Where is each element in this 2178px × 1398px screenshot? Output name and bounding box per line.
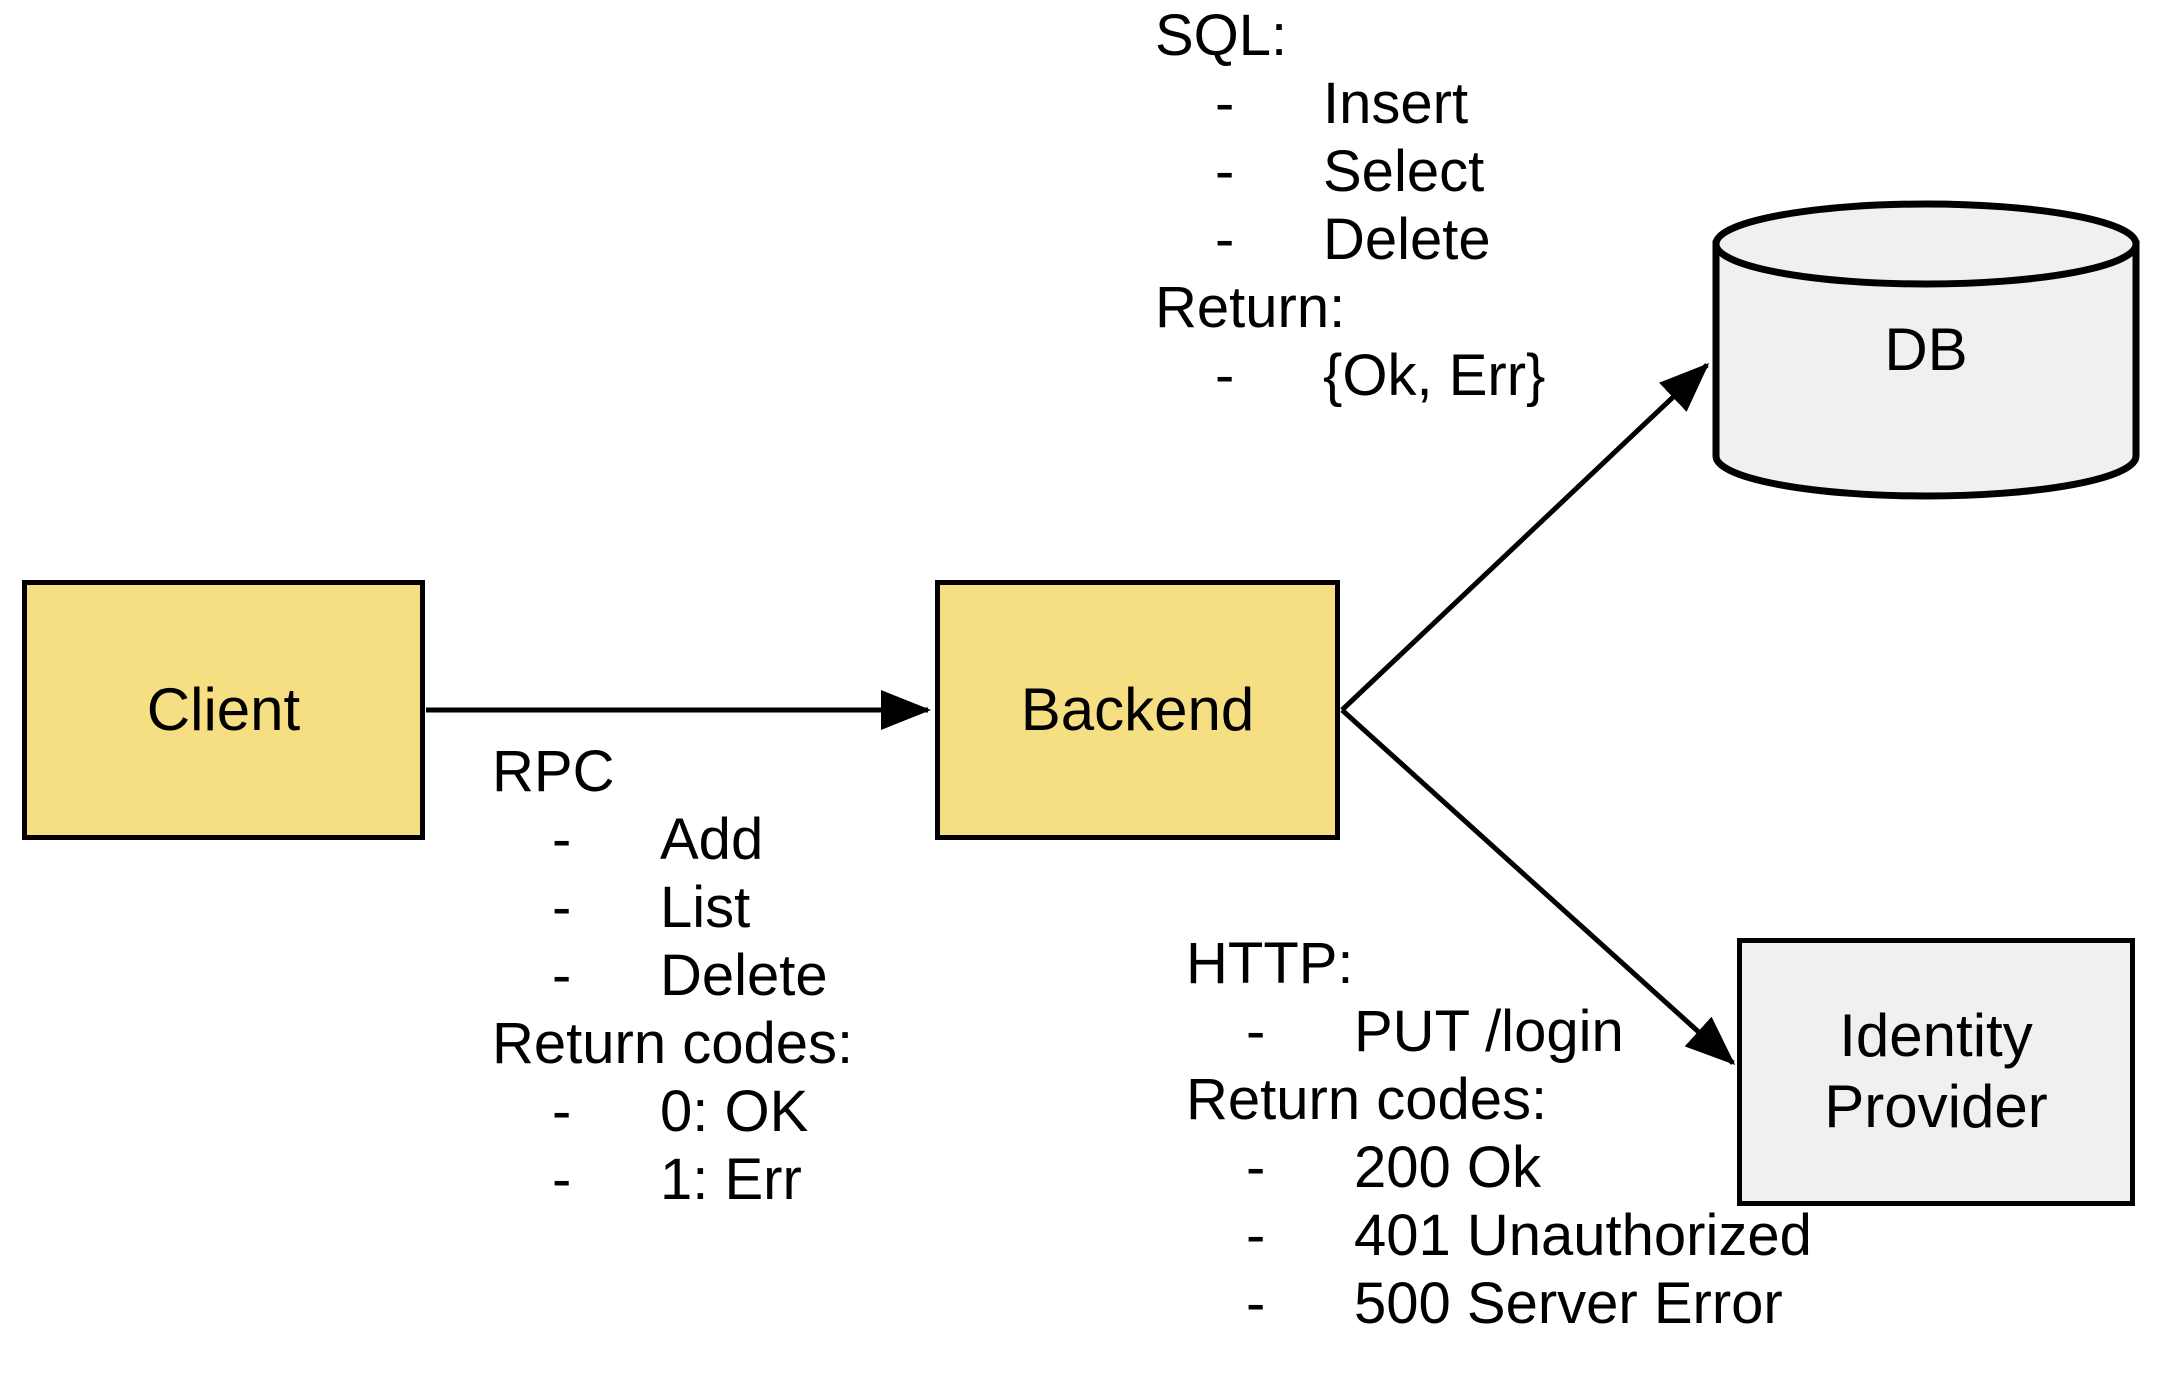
bullet-dash: -: [1246, 1271, 1266, 1336]
annotation-http-return-item: - 500 Server Error: [1186, 1270, 1812, 1338]
annotation-rpc-item: - List: [492, 874, 853, 942]
annotation-rpc-item-label: List: [660, 875, 751, 940]
annotation-rpc: RPC - Add - List - Delete Return codes: …: [492, 738, 853, 1214]
annotation-http-return-item: - 401 Unauthorized: [1186, 1202, 1812, 1270]
annotation-sql-item: - Insert: [1155, 70, 1545, 138]
annotation-http-return-label: 401 Unauthorized: [1354, 1203, 1812, 1268]
node-backend[interactable]: Backend: [935, 580, 1340, 840]
annotation-rpc-item-label: Add: [660, 807, 764, 872]
node-client[interactable]: Client: [22, 580, 425, 840]
node-identity-provider-label: Identity Provider: [1824, 1001, 2047, 1143]
annotation-rpc-item: - Add: [492, 806, 853, 874]
annotation-rpc-item-label: Delete: [660, 943, 828, 1008]
cylinder-shape: [1712, 200, 2140, 500]
annotation-http-return-item: - 200 Ok: [1186, 1134, 1812, 1202]
bullet-dash: -: [552, 807, 572, 872]
annotation-sql-item-label: Insert: [1323, 71, 1469, 136]
annotation-sql-item-label: Delete: [1323, 207, 1491, 272]
node-db-label: DB: [1884, 315, 1968, 383]
annotation-http-returns-heading: Return codes:: [1186, 1067, 1548, 1132]
annotation-http: HTTP: - PUT /login Return codes: - 200 O…: [1186, 930, 1812, 1338]
annotation-rpc-heading: RPC: [492, 739, 615, 804]
annotation-http-item-label: PUT /login: [1354, 999, 1624, 1064]
bullet-dash: -: [1246, 999, 1266, 1064]
annotation-rpc-return-item: - 1: Err: [492, 1146, 853, 1214]
annotation-http-heading: HTTP:: [1186, 931, 1354, 996]
annotation-sql-item: - Select: [1155, 138, 1545, 206]
bullet-dash: -: [1215, 139, 1235, 204]
annotation-http-return-label: 200 Ok: [1354, 1135, 1541, 1200]
annotation-sql-returns-heading: Return:: [1155, 275, 1346, 340]
annotation-rpc-returns-heading: Return codes:: [492, 1011, 854, 1076]
bullet-dash: -: [1215, 343, 1235, 408]
node-identity-provider-label-line2: Provider: [1824, 1073, 2048, 1140]
bullet-dash: -: [1246, 1203, 1266, 1268]
bullet-dash: -: [1215, 207, 1235, 272]
node-client-label: Client: [146, 675, 301, 743]
annotation-sql-heading: SQL:: [1155, 3, 1288, 68]
annotation-rpc-return-label: 0: OK: [660, 1079, 809, 1144]
bullet-dash: -: [552, 875, 572, 940]
annotation-rpc-item: - Delete: [492, 942, 853, 1010]
annotation-sql: SQL: - Insert - Select - Delete Return: …: [1155, 2, 1545, 410]
node-db[interactable]: DB: [1712, 200, 2140, 500]
node-identity-provider-label-line1: Identity: [1839, 1002, 2033, 1070]
bullet-dash: -: [552, 1147, 572, 1212]
bullet-dash: -: [1215, 71, 1235, 136]
annotation-sql-return-label: {Ok, Err}: [1323, 343, 1546, 408]
node-backend-label: Backend: [1020, 675, 1255, 743]
bullet-dash: -: [1246, 1135, 1266, 1200]
annotation-rpc-return-label: 1: Err: [660, 1147, 802, 1212]
annotation-http-return-label: 500 Server Error: [1354, 1271, 1783, 1336]
bullet-dash: -: [552, 1079, 572, 1144]
bullet-dash: -: [552, 943, 572, 1008]
node-identity-provider[interactable]: Identity Provider: [1737, 938, 2135, 1206]
annotation-http-item: - PUT /login: [1186, 998, 1812, 1066]
annotation-sql-item-label: Select: [1323, 139, 1485, 204]
annotation-rpc-return-item: - 0: OK: [492, 1078, 853, 1146]
annotation-sql-return-item: - {Ok, Err}: [1155, 342, 1545, 410]
edge-backend-to-db: [1340, 362, 1710, 712]
annotation-sql-item: - Delete: [1155, 206, 1545, 274]
